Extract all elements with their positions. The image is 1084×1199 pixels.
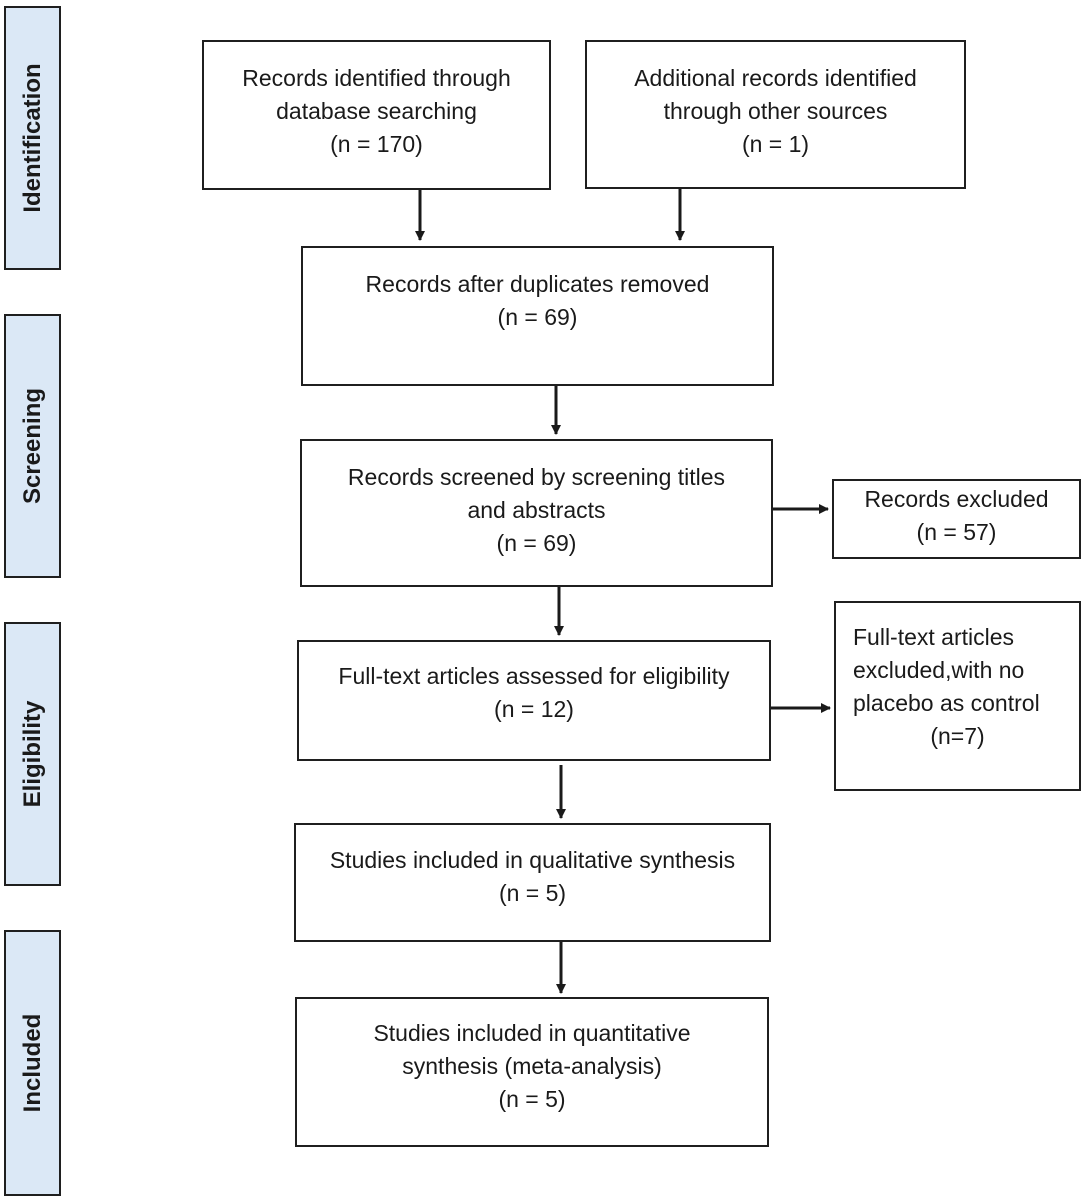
box-excluded: Records excluded (n = 57) [832,479,1081,559]
box-line: (n = 1) [741,131,810,157]
stage-identification: Identification [4,6,61,270]
box-line: Full-text articles [853,624,1015,650]
box-line: excluded,with no [853,657,1025,683]
box-line: Records after duplicates removed [365,271,710,297]
box-screened: Records screened by screening titles and… [300,439,773,587]
box-line: (n = 69) [496,530,577,556]
box-line: (n = 12) [494,696,574,722]
box-line: (n=7) [930,723,985,749]
box-line: Studies included in qualitative synthesi… [329,847,736,873]
box-quantitative: Studies included in quantitative synthes… [295,997,769,1147]
box-line: Full-text articles assessed for eligibil… [338,663,730,689]
box-fulltext-assessed: Full-text articles assessed for eligibil… [297,640,771,761]
stage-screening: Screening [4,314,61,578]
box-database-records: Records identified through database sear… [202,40,551,190]
box-line: Records identified through [242,65,511,91]
stage-included: Included [4,930,61,1196]
box-line: (n = 57) [916,519,997,545]
box-duplicates-removed: Records after duplicates removed (n = 69… [301,246,774,386]
box-line: Records excluded [864,486,1049,512]
box-line: through other sources [663,98,888,124]
box-line: and abstracts [467,497,606,523]
stage-eligibility: Eligibility [4,622,61,886]
box-line: database searching [276,98,477,124]
box-line: Additional records identified [634,65,917,91]
box-line: (n = 69) [497,304,578,330]
box-line: (n = 5) [498,880,567,906]
box-line: placebo as control [853,690,1040,716]
box-line: Studies included in quantitative [373,1020,691,1046]
box-line: Records screened by screening titles [347,464,726,490]
box-line: (n = 170) [330,131,423,157]
box-fulltext-excluded: Full-text articles excluded,with no plac… [834,601,1081,791]
box-line: (n = 5) [498,1086,566,1112]
box-line: synthesis (meta-analysis) [402,1053,662,1079]
box-other-sources: Additional records identified through ot… [585,40,966,189]
box-qualitative: Studies included in qualitative synthesi… [294,823,771,942]
